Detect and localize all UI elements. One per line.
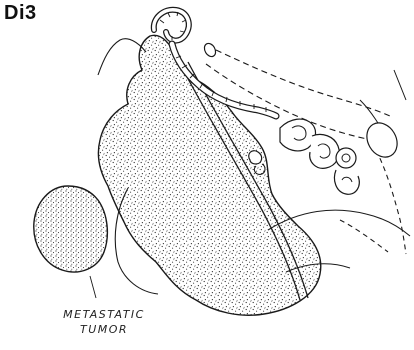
annotation-metastatic: METASTATIC (44, 308, 164, 321)
panel-label: Di3 (4, 2, 37, 25)
primary-mass (98, 35, 320, 315)
dashed-tract-2 (340, 220, 388, 252)
small-loop (249, 151, 262, 164)
metastatic-nodule (34, 186, 108, 272)
annotation-leader (90, 276, 96, 298)
dashed-tract (376, 150, 406, 254)
vessel-cross-section (361, 117, 403, 162)
annotation-tumor: TUMOR (44, 323, 164, 336)
tube-opening (202, 41, 218, 58)
adnexal-structure (280, 119, 359, 194)
